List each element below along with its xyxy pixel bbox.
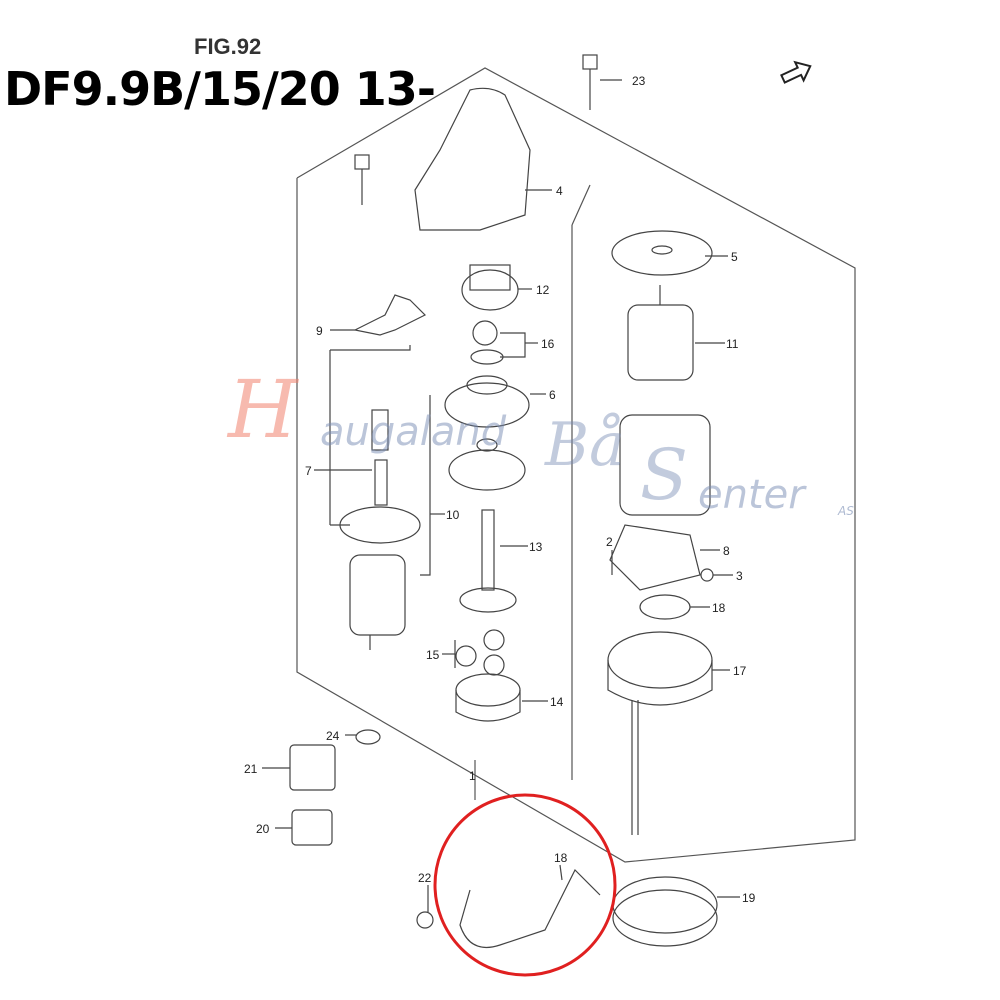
callout-7: 7 [305, 464, 312, 478]
callout-3: 3 [736, 569, 743, 583]
callout-5: 5 [731, 250, 738, 264]
lever-9 [330, 294, 427, 336]
armature-11 [627, 285, 725, 381]
callout-20: 20 [256, 822, 270, 836]
callout-17: 17 [733, 664, 747, 678]
callout-2: 2 [606, 535, 613, 549]
clip-18 [639, 594, 710, 620]
callout-11: 11 [726, 337, 739, 351]
callout-13: 13 [529, 540, 543, 554]
callout-19: 19 [742, 891, 756, 905]
nut-24 [345, 729, 381, 745]
highlight-circle [433, 793, 617, 977]
relay-20 [275, 809, 333, 846]
callout-24: 24 [326, 729, 340, 743]
callout-16: 16 [541, 337, 555, 351]
relay-21 [262, 744, 336, 791]
callout-9: 9 [316, 324, 323, 338]
plate-10 [339, 506, 421, 544]
bracket-18 [459, 864, 601, 949]
model-title: DF9.9B/15/20 13- [4, 62, 436, 116]
spring-7 [314, 409, 389, 506]
callout-6: 6 [549, 388, 556, 402]
nut-3 [700, 568, 733, 582]
callout-15: 15 [426, 648, 440, 662]
gear-6 [444, 375, 546, 428]
front-arrow-icon [780, 60, 812, 84]
callout-12: 12 [536, 283, 550, 297]
callout-4: 4 [556, 184, 563, 198]
bolt-23 [582, 54, 622, 110]
figure-number: FIG.92 [194, 34, 262, 59]
ring-gear-14 [455, 673, 548, 722]
callout-18b: 18 [554, 851, 568, 865]
bracket-10-group [329, 345, 445, 576]
through-bolt [631, 700, 639, 835]
brush-holder-8 [609, 524, 720, 591]
cover-17 [607, 631, 730, 706]
bracket-4 [414, 87, 552, 231]
callout-21: 21 [244, 762, 258, 776]
pinion-12 [461, 264, 532, 311]
yoke [619, 414, 711, 516]
callout-10: 10 [446, 508, 460, 522]
ring [448, 438, 526, 491]
bolt-left [354, 154, 370, 205]
callout-22: 22 [418, 871, 432, 885]
assembly-frame [296, 67, 856, 863]
shaft-13 [459, 509, 528, 613]
plate-5 [611, 230, 728, 276]
bolt-22 [416, 885, 434, 929]
callout-18a: 18 [712, 601, 726, 615]
callout-23: 23 [632, 74, 646, 88]
clip-16 [470, 320, 538, 365]
callout-1: 1 [469, 769, 476, 783]
gears-15 [442, 629, 505, 676]
band-19 [612, 876, 740, 947]
motor [349, 554, 406, 650]
callout-14: 14 [550, 695, 564, 709]
callout-8: 8 [723, 544, 730, 558]
